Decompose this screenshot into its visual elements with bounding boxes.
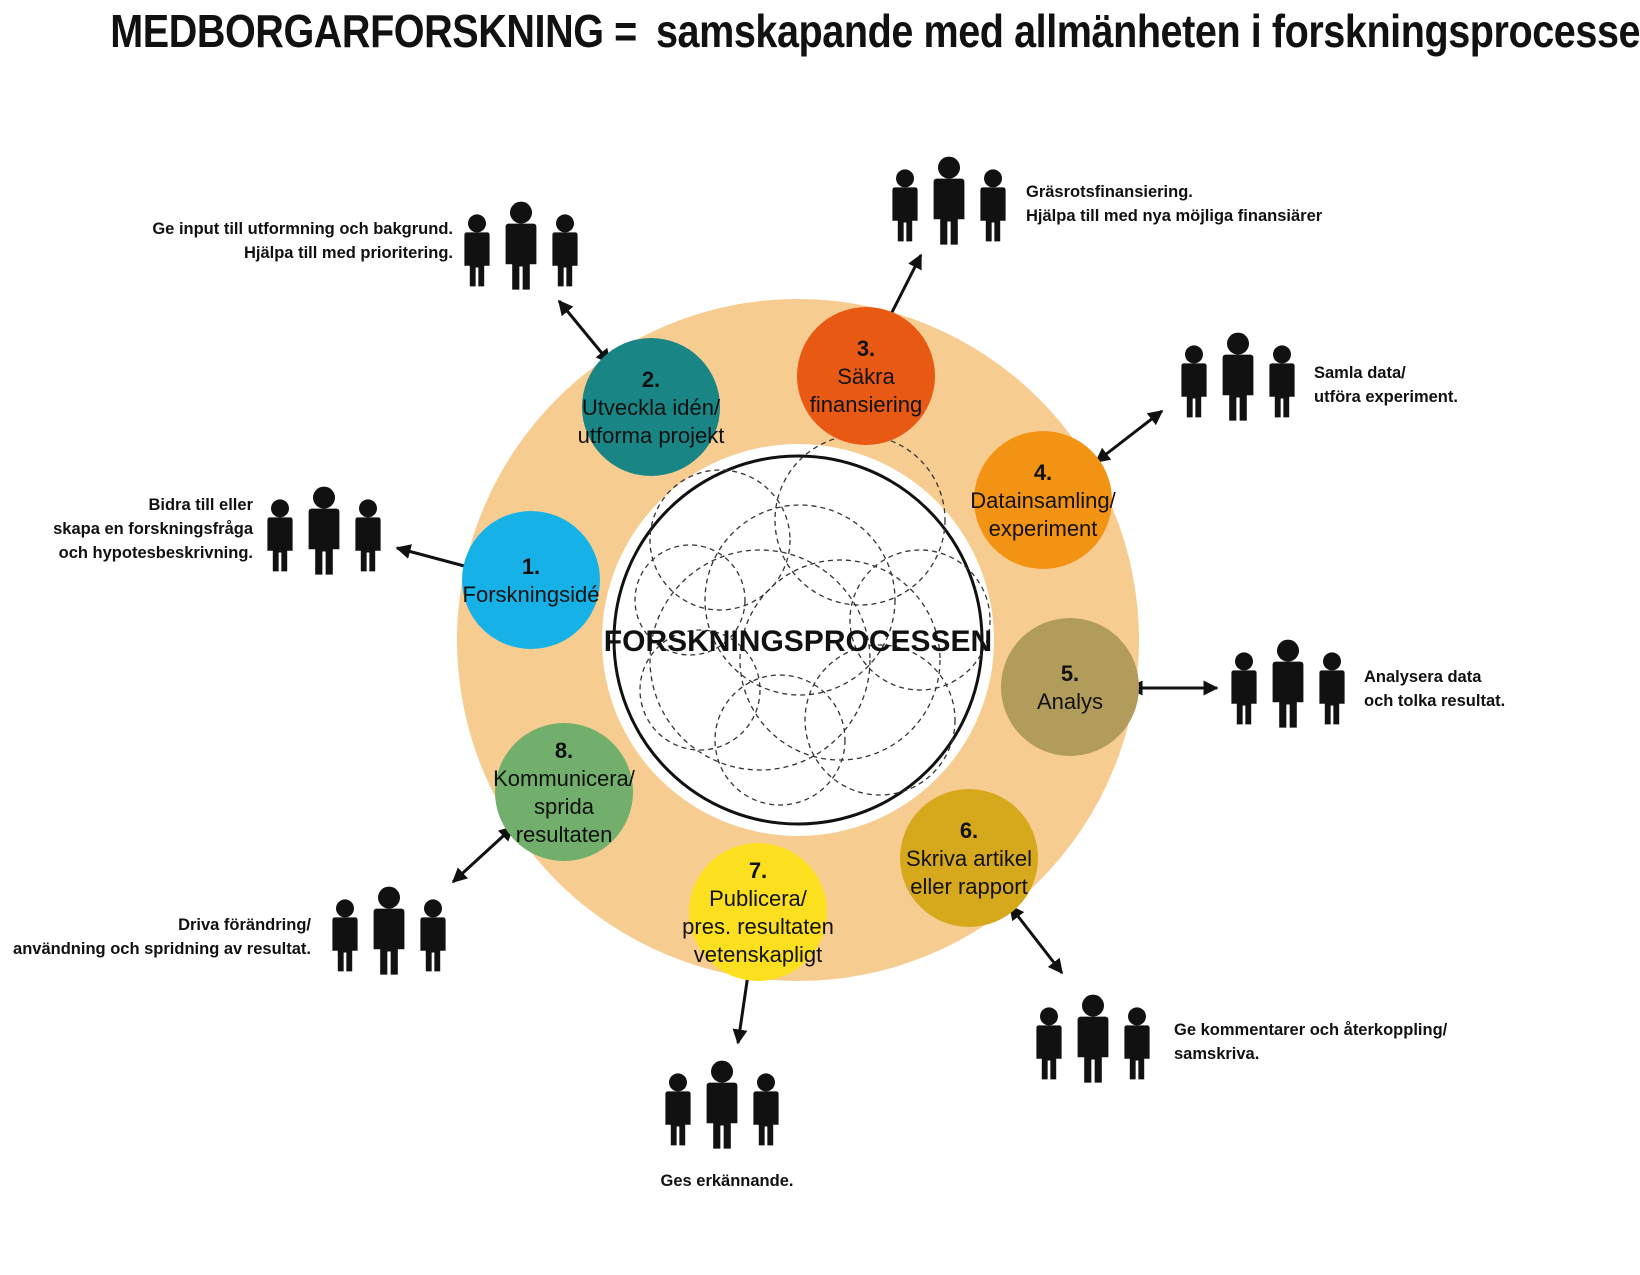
step-label: utforma projekt [578,423,725,448]
people-group-icon [1036,995,1149,1083]
participation-line: Ge input till utformning och bakgrund. [152,220,453,238]
participation-line: Ge kommentarer och återkoppling/ [1174,1021,1448,1039]
people-group-icon [892,157,1005,245]
participation-line: Bidra till eller [148,496,253,514]
step-2: 2. Utveckla idén/utforma projekt [578,338,725,476]
participation-text-7: Ges erkännande. [661,1172,794,1190]
step-circle [900,789,1038,927]
people-group-icon [464,202,577,290]
step-8: 8. Kommunicera/sprida resultaten [493,723,636,861]
participation-line: Hjälpa till med prioritering. [244,244,453,262]
participation-line: Driva förändring/ [178,916,311,934]
participation-line: användning och spridning av resultat. [13,940,311,958]
step-number: 3. [857,336,875,361]
participation-descriptions: Bidra till eller skapa en forskningsfråga… [13,183,1505,1190]
participation-line: utföra experiment. [1314,388,1458,406]
step-number: 8. [555,738,573,763]
step-label: vetenskapligt [694,942,822,967]
participation-line: och tolka resultat. [1364,692,1505,710]
step-label: Utveckla idén/ [582,395,721,420]
participation-text-2: Ge input till utformning och bakgrund. Hj… [152,220,453,262]
step-label: Kommunicera/ [493,766,636,791]
people-group-icon [665,1061,778,1149]
step-label: Skriva artikel [906,846,1032,871]
step-4: 4. Datainsamling/experiment [970,431,1117,569]
participation-text-5: Analysera data och tolka resultat. [1364,668,1505,710]
process-steps: 1. Forskningsidé 2. Utveckla idén/utforma p… [462,307,1139,981]
step-label: Säkra [837,364,895,389]
step-number: 5. [1061,661,1079,686]
people-group-icon [1231,640,1344,728]
step-label: eller rapport [910,874,1027,899]
dashed-loop [649,549,871,771]
step-label: experiment [989,516,1098,541]
dashed-loop [704,504,896,696]
participation-text-8: Driva förändring/användning och spridnin… [13,916,311,958]
step-label: Forskningsidé [463,582,600,607]
step-circle [689,843,827,981]
participation-text-3: Gräsrotsfinansiering. Hjälpa till med nya… [1026,183,1323,225]
dashed-loop [804,644,956,796]
participation-text-6: Ge kommentarer och återkoppling/samskriv… [1174,1021,1448,1063]
step-circle [1001,618,1139,756]
people-group-icon [267,487,380,575]
dashed-loops [634,434,991,806]
people-group-icon [332,887,445,975]
step-number: 1. [522,554,540,579]
double-arrow-icon [451,825,515,884]
center-circle: FORSKNINGSPROCESSEN [602,434,994,836]
step-circle [797,307,935,445]
step-label: Publicera/ [709,886,808,911]
participation-text-4: Samla data/utföra experiment. [1314,364,1458,406]
step-5: 5. Analys [1001,618,1139,756]
dashed-loop [714,674,846,806]
page-title: MEDBORGARFORSKNING = samskapande med all… [110,4,1640,58]
step-circle [582,338,720,476]
step-number: 7. [749,858,767,883]
dashed-loop [849,549,991,691]
title-main: MEDBORGARFORSKNING = [110,5,637,57]
step-label: finansiering [810,392,923,417]
step-7: 7. Publicera/pres. resultaten vetenskaplig… [682,843,834,981]
step-label: Analys [1037,689,1103,714]
participation-line: skapa en forskningsfråga [53,520,254,538]
step-number: 4. [1034,460,1052,485]
participation-line: Samla data/ [1314,364,1406,382]
step-circle [462,511,600,649]
participation-line: samskriva. [1174,1045,1259,1063]
step-3: 3. Säkra finansiering [797,307,935,445]
participation-line: Analysera data [1364,668,1482,686]
double-arrow-icon [1094,409,1164,464]
dashed-loop [739,559,941,761]
step-circle [495,723,633,861]
title-sub: samskapande med allmänheten i forsknings… [655,5,1640,57]
participation-line: Ges erkännande. [661,1172,794,1190]
step-label: pres. resultaten [682,914,834,939]
participation-line: och hypotesbeskrivning. [59,544,253,562]
step-label: sprida [534,794,595,819]
dashed-loop [639,629,761,751]
participation-line: Hjälpa till med nya möjliga finansiärer [1026,207,1323,225]
step-number: 6. [960,818,978,843]
step-circle [974,431,1112,569]
participation-line: Gräsrotsfinansiering. [1026,183,1193,201]
step-number: 2. [642,367,660,392]
dashed-loop [649,469,791,611]
dashed-loop [634,544,746,656]
step-1: 1. Forskningsidé [462,511,600,649]
center-outline [612,454,984,826]
step-6: 6. Skriva artikel eller rapport [900,789,1038,927]
participation-text-1: Bidra till eller skapa en forskningsfråga… [53,496,254,562]
people-group-icon [1181,333,1294,421]
center-label: FORSKNINGSPROCESSEN [604,625,992,658]
double-arrow-icon [1008,904,1064,975]
double-arrow-icon [557,299,612,365]
step-label: resultaten [516,822,613,847]
center-disc [602,444,994,836]
step-label: Datainsamling/ [970,488,1116,513]
